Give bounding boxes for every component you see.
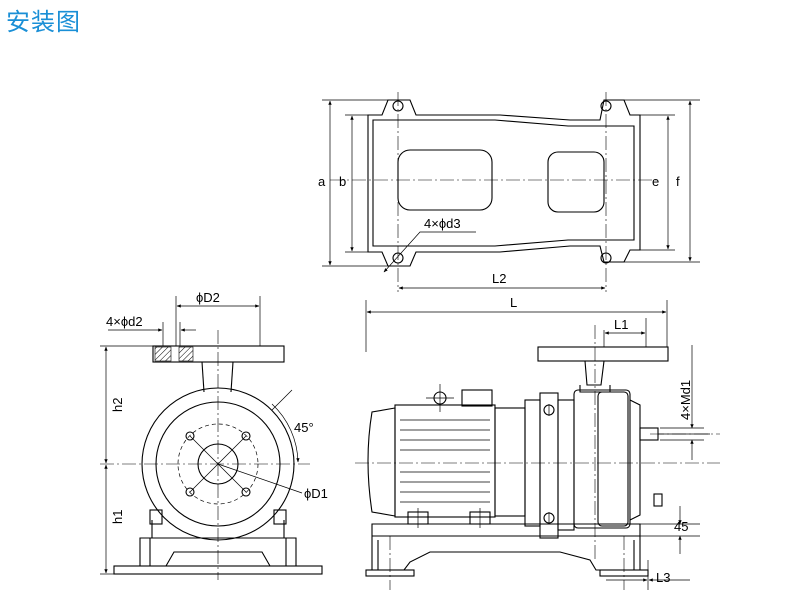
dim-L-label: L	[510, 295, 517, 310]
dim-Md1-label: 4×Md1	[678, 380, 693, 420]
side-view-pump	[355, 300, 720, 590]
dim-h2-label: h2	[110, 398, 125, 412]
dim-45-label: 45	[674, 519, 688, 534]
page-title: 安装图	[6, 8, 81, 36]
dim-e-label: e	[652, 174, 659, 189]
front-view-pump	[100, 296, 323, 580]
dim-L1-label: L1	[614, 317, 628, 332]
dim-d2-label: 4×ϕd2	[106, 314, 143, 329]
dim-f-label: f	[676, 174, 680, 189]
hole-d3-label: 4×ϕd3	[424, 216, 461, 231]
dim-h1-label: h1	[110, 510, 125, 524]
angle-45-label: 45°	[294, 420, 314, 435]
dim-L2-label: L2	[492, 271, 506, 286]
top-view-base	[322, 92, 700, 292]
dim-D2-label: ϕD2	[196, 290, 220, 305]
dim-L3-label: L3	[656, 570, 670, 585]
dim-a-label: a	[318, 174, 326, 189]
dim-D1-label: ϕD1	[304, 486, 328, 501]
dim-b-label: b	[339, 174, 346, 189]
